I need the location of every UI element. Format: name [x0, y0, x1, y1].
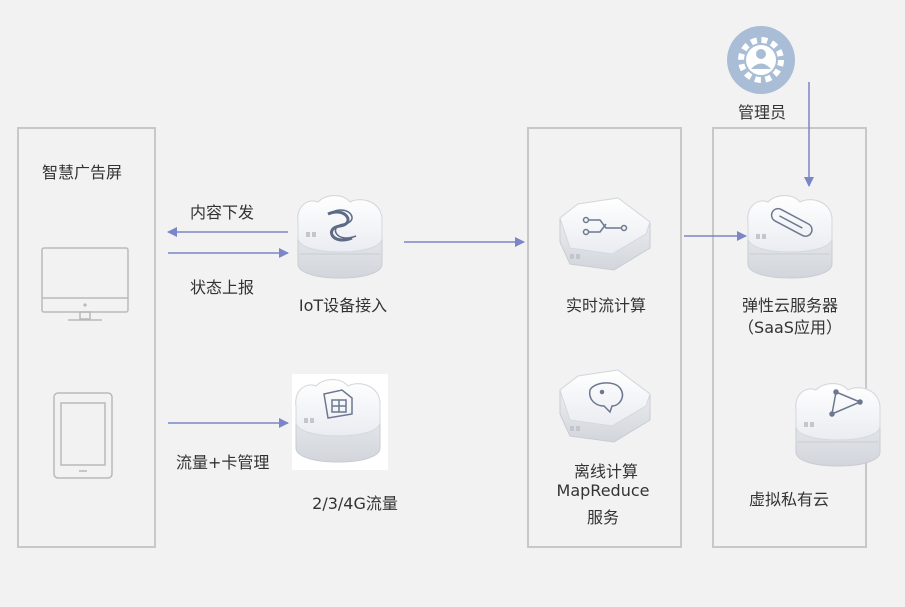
compute-group	[527, 127, 682, 548]
status-up-label: 状态上报	[190, 278, 255, 297]
ecs-label-1: 弹性云服务器	[741, 296, 839, 315]
offline-compute-label-1: 离线计算	[573, 462, 639, 481]
arrows	[167, 82, 814, 428]
smart-screen-title: 智慧广告屏	[42, 163, 123, 182]
admin-label: 管理员	[737, 103, 787, 122]
cloud-service-group	[712, 127, 867, 548]
offline-compute-label-3: 服务	[586, 508, 620, 527]
mapreduce-icon	[559, 369, 651, 443]
ecs-icon	[747, 195, 833, 279]
vpc-label: 虚拟私有云	[748, 490, 830, 509]
tablet-icon	[53, 392, 113, 479]
sim-cloud-icon	[292, 374, 388, 470]
admin-gear-icon	[727, 26, 795, 94]
monitor-icon	[41, 247, 129, 321]
iot-cloud-icon	[297, 195, 383, 279]
iot-access-label: IoT设备接入	[298, 296, 388, 315]
stream-compute-label: 实时流计算	[565, 296, 647, 315]
content-down-label: 内容下发	[190, 203, 255, 222]
offline-compute-label-2: MapReduce	[556, 481, 650, 500]
traffic-card-label: 流量+卡管理	[176, 453, 270, 472]
vpc-icon	[795, 383, 881, 467]
traffic-4g-label: 2/3/4G流量	[312, 494, 398, 513]
ecs-label-2: （SaaS应用）	[738, 318, 842, 337]
smart-screen-group	[17, 127, 156, 548]
stream-compute-icon	[559, 197, 651, 271]
